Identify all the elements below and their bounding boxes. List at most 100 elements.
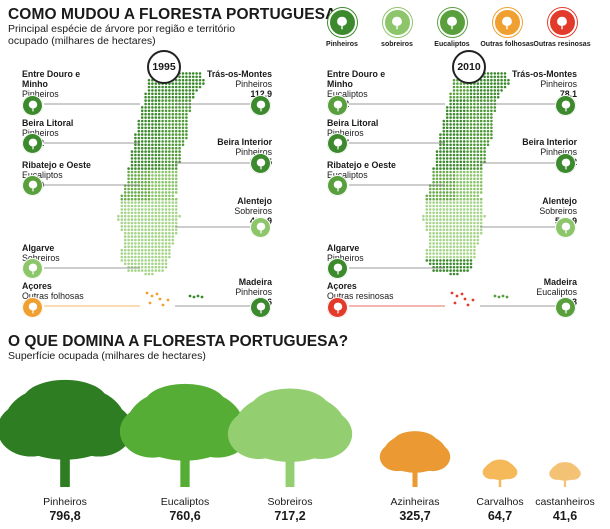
map-dot bbox=[479, 143, 483, 147]
map-dot bbox=[466, 221, 469, 225]
map-dot bbox=[486, 78, 490, 82]
map-dot bbox=[147, 248, 151, 252]
map-dot bbox=[144, 163, 147, 167]
map-dot bbox=[147, 153, 151, 157]
map-dot bbox=[483, 112, 486, 116]
map-dot bbox=[469, 201, 473, 204]
map-dot bbox=[154, 140, 158, 143]
map-dot bbox=[486, 136, 490, 140]
map-dot bbox=[456, 197, 459, 201]
map-dot bbox=[428, 201, 432, 204]
map-dot bbox=[476, 204, 480, 208]
map-dot bbox=[469, 211, 473, 215]
map-dot bbox=[476, 116, 480, 119]
map-dot bbox=[432, 228, 435, 232]
map-dot bbox=[435, 245, 439, 249]
map-dot bbox=[456, 238, 459, 242]
map-dot bbox=[503, 75, 507, 79]
map-dot bbox=[466, 116, 469, 119]
map-dot bbox=[154, 242, 158, 245]
map-dot bbox=[195, 72, 198, 75]
map-dot bbox=[435, 218, 439, 221]
map-dot bbox=[445, 180, 449, 184]
map-dot bbox=[164, 177, 168, 181]
map-dot bbox=[137, 221, 141, 225]
map-dot bbox=[171, 214, 175, 218]
legend-label: Pinheiros bbox=[326, 41, 358, 48]
map-dot bbox=[452, 180, 456, 184]
map-dot bbox=[442, 143, 446, 147]
map-dot bbox=[439, 204, 442, 208]
map-dot bbox=[435, 191, 439, 194]
map-dot bbox=[127, 269, 130, 272]
map-dot bbox=[466, 136, 469, 140]
map-dot bbox=[188, 85, 192, 89]
map-dot bbox=[123, 255, 127, 259]
map-dot bbox=[178, 106, 181, 109]
map-dot bbox=[466, 95, 469, 99]
map-dot bbox=[462, 259, 466, 262]
map-dot bbox=[428, 228, 432, 232]
map-dot bbox=[428, 235, 432, 238]
map-dot bbox=[134, 269, 137, 272]
map-dot bbox=[198, 82, 202, 85]
map-dot bbox=[144, 194, 147, 198]
map-dot bbox=[185, 92, 188, 96]
acores-dot bbox=[466, 303, 470, 307]
map-dot bbox=[462, 99, 466, 102]
map-dot bbox=[500, 72, 503, 75]
map-dot bbox=[469, 89, 473, 92]
map-dot bbox=[130, 208, 134, 211]
map-dot bbox=[174, 116, 178, 119]
map-dot bbox=[168, 85, 171, 89]
map-dot bbox=[462, 228, 466, 232]
map-dot bbox=[486, 143, 490, 147]
map-dot bbox=[473, 248, 476, 252]
tree-canopy bbox=[392, 431, 438, 454]
map-dot bbox=[486, 89, 490, 92]
map-dot bbox=[171, 85, 175, 89]
map-dot bbox=[134, 150, 137, 153]
tree-trunk bbox=[498, 476, 502, 487]
map-dot bbox=[154, 157, 158, 160]
map-dot bbox=[449, 102, 452, 106]
map-dot bbox=[456, 82, 459, 85]
map-dot bbox=[161, 153, 164, 157]
map-dot bbox=[168, 208, 171, 211]
map-dot bbox=[164, 221, 168, 225]
tree-canopy bbox=[22, 379, 108, 422]
map-dot bbox=[483, 150, 486, 153]
map-dot bbox=[130, 245, 134, 249]
map-dot bbox=[469, 174, 473, 177]
map-dot bbox=[459, 157, 463, 160]
map-dot bbox=[432, 170, 435, 174]
region-species: Pinheiros bbox=[235, 79, 272, 89]
map-dot bbox=[442, 269, 446, 272]
map-dot bbox=[181, 140, 185, 143]
map-dot bbox=[445, 153, 449, 157]
map-dot bbox=[479, 187, 483, 191]
map-dot bbox=[178, 95, 181, 99]
map-dot bbox=[449, 160, 452, 164]
madeira-dot bbox=[501, 294, 505, 298]
map-dot bbox=[442, 252, 446, 255]
map-dot bbox=[439, 262, 442, 266]
map-dot bbox=[476, 221, 480, 225]
map-dot bbox=[442, 123, 446, 126]
map-dot bbox=[428, 221, 432, 225]
map-dot bbox=[157, 143, 161, 147]
map-dot bbox=[449, 201, 452, 204]
map-dot bbox=[168, 197, 171, 201]
map-dot bbox=[168, 177, 171, 181]
map-dot bbox=[171, 109, 175, 113]
map-dot bbox=[147, 255, 151, 259]
map-dot bbox=[459, 231, 463, 235]
map-dot bbox=[127, 174, 130, 177]
map-dot bbox=[428, 255, 432, 259]
map-dot bbox=[151, 208, 154, 211]
tree-bar-0 bbox=[0, 379, 133, 487]
map-dot bbox=[147, 170, 151, 174]
map-dot bbox=[164, 252, 168, 255]
map-dot bbox=[137, 197, 141, 201]
map-dot bbox=[442, 259, 446, 262]
